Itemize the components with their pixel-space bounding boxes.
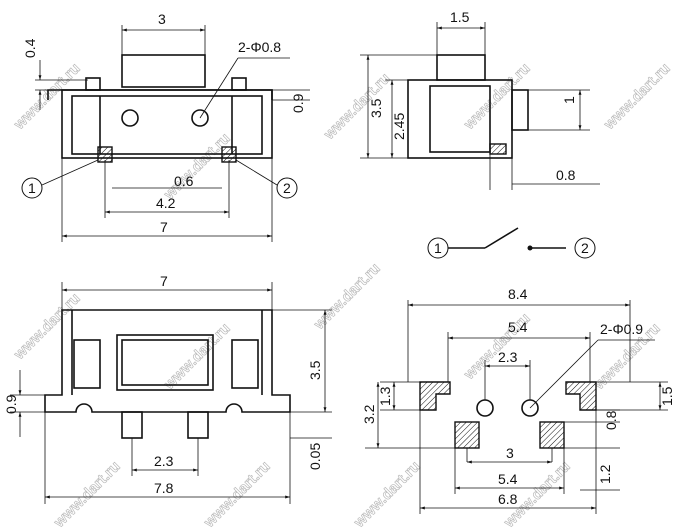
svg-text:1: 1	[561, 96, 577, 104]
pcb-footprint: 8.4 5.4 2-Φ0.9 2.3 1.3 3.2 1.5 0.8 3 5.4…	[361, 286, 675, 514]
svg-text:8.4: 8.4	[508, 286, 528, 302]
svg-text:www.dart.ru: www.dart.ru	[160, 130, 234, 204]
svg-text:2.3: 2.3	[498, 349, 518, 365]
svg-text:0.8: 0.8	[603, 410, 619, 430]
svg-text:www.dart.ru: www.dart.ru	[160, 320, 234, 394]
svg-text:0.05: 0.05	[307, 443, 323, 470]
svg-text:3: 3	[506, 445, 514, 461]
svg-text:7: 7	[160, 273, 168, 289]
svg-text:1.2: 1.2	[597, 464, 613, 484]
svg-text:3.2: 3.2	[361, 404, 377, 424]
svg-text:3.5: 3.5	[368, 98, 384, 118]
svg-text:2-Φ0.8: 2-Φ0.8	[238, 39, 281, 55]
svg-text:0.6: 0.6	[174, 173, 194, 189]
svg-text:www.dart.ru: www.dart.ru	[350, 458, 424, 528]
svg-text:www.dart.ru: www.dart.ru	[310, 260, 384, 334]
svg-text:6.8: 6.8	[498, 491, 518, 507]
svg-text:7.8: 7.8	[154, 480, 174, 496]
svg-text:0.4: 0.4	[22, 38, 38, 58]
svg-text:2: 2	[581, 240, 589, 256]
svg-text:0.9: 0.9	[290, 93, 306, 113]
svg-text:1: 1	[28, 180, 36, 196]
switch-schematic: 1 2	[427, 227, 596, 259]
svg-text:2-Φ0.9: 2-Φ0.9	[600, 321, 643, 337]
svg-text:1.3: 1.3	[377, 386, 393, 406]
side-view: 1.5 3.5 2.45 1 0.8	[360, 9, 600, 190]
svg-text:3: 3	[158, 11, 166, 27]
svg-text:www.dart.ru: www.dart.ru	[50, 458, 124, 528]
top-view: 3 0.4 2-Φ0.8 0.9 0.6 4.2 7 1 2	[21, 11, 310, 242]
svg-text:2.45: 2.45	[391, 113, 407, 140]
svg-text:www.dart.ru: www.dart.ru	[200, 458, 274, 528]
svg-text:1.5: 1.5	[450, 9, 470, 25]
svg-text:5.4: 5.4	[508, 319, 528, 335]
svg-text:7: 7	[160, 219, 168, 235]
svg-text:1: 1	[434, 240, 442, 256]
svg-text:2: 2	[283, 180, 291, 196]
svg-text:www.dart.ru: www.dart.ru	[600, 60, 674, 134]
svg-text:2.3: 2.3	[154, 453, 174, 469]
bottom-view: 7 3.5 0.9 2.3 7.8 0.05	[3, 273, 332, 504]
svg-text:4.2: 4.2	[156, 195, 176, 211]
svg-text:1.5: 1.5	[659, 386, 675, 406]
svg-text:5.4: 5.4	[498, 471, 518, 487]
svg-text:0.8: 0.8	[556, 167, 576, 183]
svg-text:3.5: 3.5	[307, 360, 323, 380]
svg-text:0.9: 0.9	[3, 394, 19, 414]
svg-text:www.dart.ru: www.dart.ru	[460, 60, 534, 134]
